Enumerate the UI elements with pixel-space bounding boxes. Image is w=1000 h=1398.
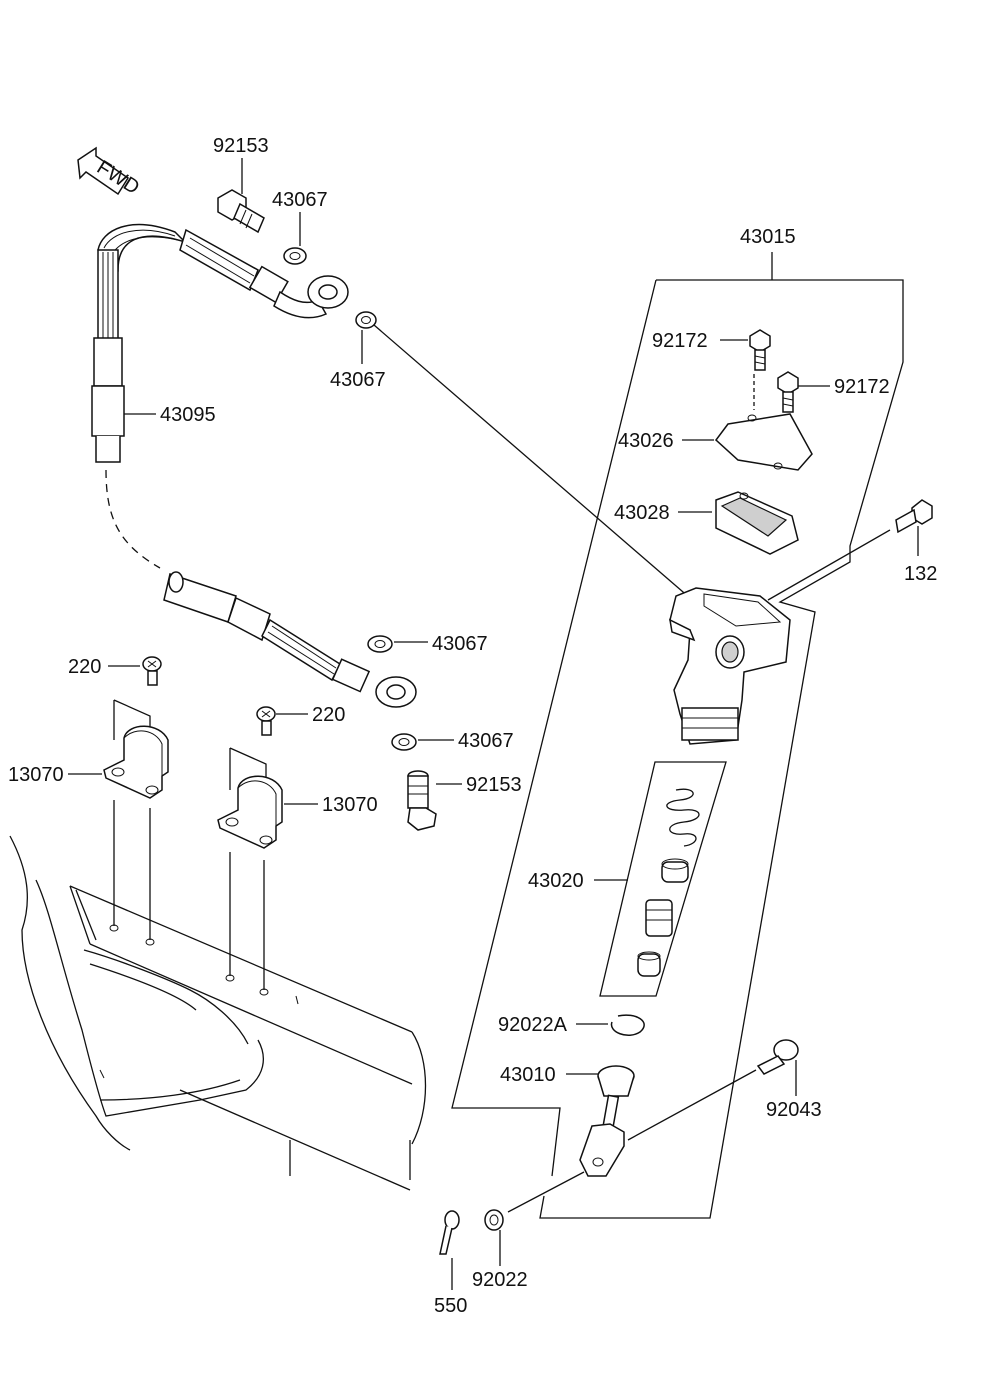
circlip [610, 1014, 645, 1036]
washer-low2 [391, 733, 417, 751]
screw-220-left [142, 656, 162, 686]
label-132: 132 [904, 563, 937, 585]
washer-92022 [484, 1209, 504, 1231]
piston-kit-frame [599, 761, 727, 997]
banjo-bolt-top [217, 189, 265, 234]
master-cylinder-body [669, 587, 791, 745]
push-rod [579, 1065, 635, 1177]
label-43067-low1: 43067 [432, 633, 488, 655]
reservoir-cap [714, 413, 813, 471]
label-220-right: 220 [312, 704, 345, 726]
banjo-bolt-low [407, 770, 437, 831]
label-43020: 43020 [528, 870, 584, 892]
clamp-right [217, 747, 283, 849]
label-43067-low2: 43067 [458, 730, 514, 752]
label-92172-right: 92172 [834, 376, 890, 398]
label-43028: 43028 [614, 502, 670, 524]
label-43026: 43026 [618, 430, 674, 452]
clamp-left [103, 699, 169, 799]
label-92022: 92022 [472, 1269, 528, 1291]
label-43067-mid: 43067 [330, 369, 386, 391]
bolt-92172-right [777, 371, 799, 413]
label-92153-low: 92153 [466, 774, 522, 796]
label-43067-top: 43067 [272, 189, 328, 211]
washer-top [283, 247, 307, 265]
label-43095: 43095 [160, 404, 216, 426]
piston-kit-parts [637, 788, 700, 977]
label-92172-left: 92172 [652, 330, 708, 352]
bolt-92172-left [749, 329, 771, 371]
label-550: 550 [434, 1295, 467, 1317]
label-13070-right: 13070 [322, 794, 378, 816]
label-92043: 92043 [766, 1099, 822, 1121]
bolt-132 [895, 499, 933, 534]
diaphragm [715, 491, 799, 555]
label-43015: 43015 [740, 226, 796, 248]
screw-220-right [256, 706, 276, 736]
label-43010: 43010 [500, 1064, 556, 1086]
washer-low1 [367, 635, 393, 653]
label-220-left: 220 [68, 656, 101, 678]
label-92153-top: 92153 [213, 135, 269, 157]
fwd-arrow-icon: FWD [77, 146, 143, 199]
cotter-pin [439, 1210, 460, 1255]
label-92022A: 92022A [498, 1014, 568, 1036]
assembly-frame [539, 279, 904, 1219]
clevis-pin [756, 1039, 799, 1075]
swingarm [9, 835, 427, 1191]
washer-mid [355, 311, 377, 329]
brake-hose [91, 223, 417, 708]
label-13070-left: 13070 [8, 764, 64, 786]
